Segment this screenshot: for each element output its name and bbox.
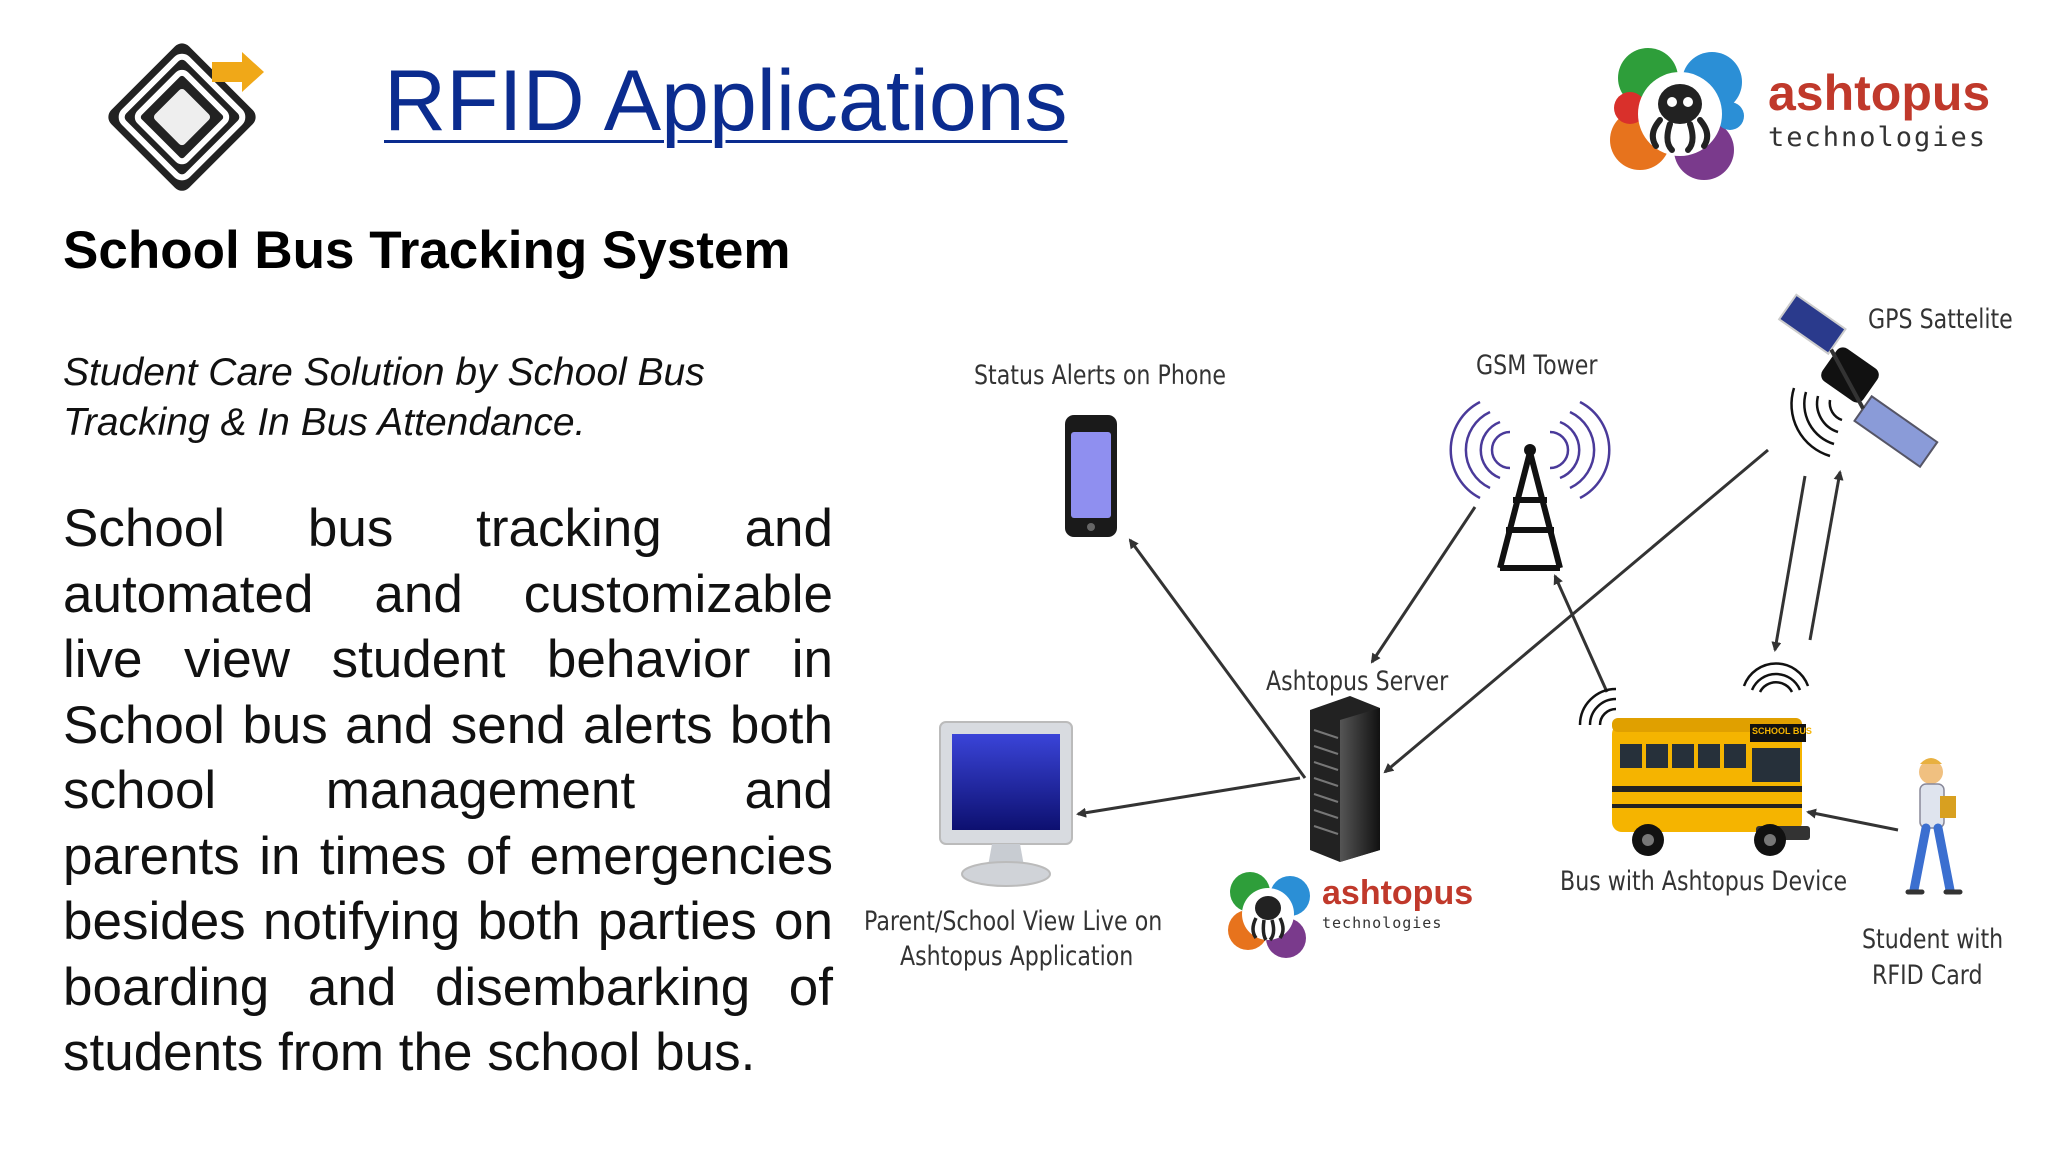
brand-logo: ashtopus technologies (1600, 38, 2020, 188)
label-monitor-line1: Parent/School View Live on (864, 906, 1163, 937)
monitor-icon (939, 721, 1073, 887)
label-student-line1: Student with (1862, 924, 2004, 955)
tagline-text: Student Care Solution by School Bus Trac… (63, 351, 705, 444)
arrow-bus-to-gps (1808, 470, 1844, 641)
brand-tagline: technologies (1768, 122, 1988, 153)
server-icon (1310, 696, 1380, 862)
flow-arrows (1076, 448, 1899, 832)
brand-name: ashtopus (1768, 65, 1991, 121)
gps-satellite-icon (1777, 293, 1939, 469)
label-gps-satellite: GPS Sattelite (1868, 304, 2013, 335)
label-bus: Bus with Ashtopus Device (1560, 866, 1848, 897)
server-brand-tagline: technologies (1322, 914, 1443, 932)
arrow-gps-to-bus (1771, 475, 1807, 652)
student-icon (1905, 758, 1963, 895)
gsm-tower-icon (1449, 400, 1611, 571)
rfid-logo-icon (108, 43, 264, 191)
label-server: Ashtopus Server (1266, 666, 1449, 697)
bus-sign: SCHOOL BUS (1752, 726, 1812, 736)
arrow-gsm-to-server (1370, 506, 1477, 664)
label-gsm-tower: GSM Tower (1476, 350, 1598, 381)
page-title: RFID Applications (384, 53, 1068, 149)
server-brand-icon (1228, 872, 1310, 958)
label-student-line2: RFID Card (1872, 960, 1983, 991)
section-heading: School Bus Tracking System (63, 221, 791, 280)
arrow-server-to-phone (1128, 538, 1307, 779)
label-monitor-line2: Ashtopus Application (900, 941, 1134, 972)
puzzle-octopus-icon (1610, 48, 1744, 180)
arrow-server-to-monitor (1076, 776, 1301, 818)
server-brand-name: ashtopus (1322, 874, 1474, 912)
arrow-bus-to-gsm (1553, 574, 1609, 693)
arrow-gps-to-server (1383, 448, 1769, 774)
school-bus-icon (1578, 662, 1810, 856)
description-paragraph: School bus tracking and automated and cu… (63, 499, 833, 1082)
phone-icon (1065, 415, 1117, 537)
arrow-student-to-bus (1806, 808, 1899, 832)
label-phone: Status Alerts on Phone (974, 360, 1227, 391)
